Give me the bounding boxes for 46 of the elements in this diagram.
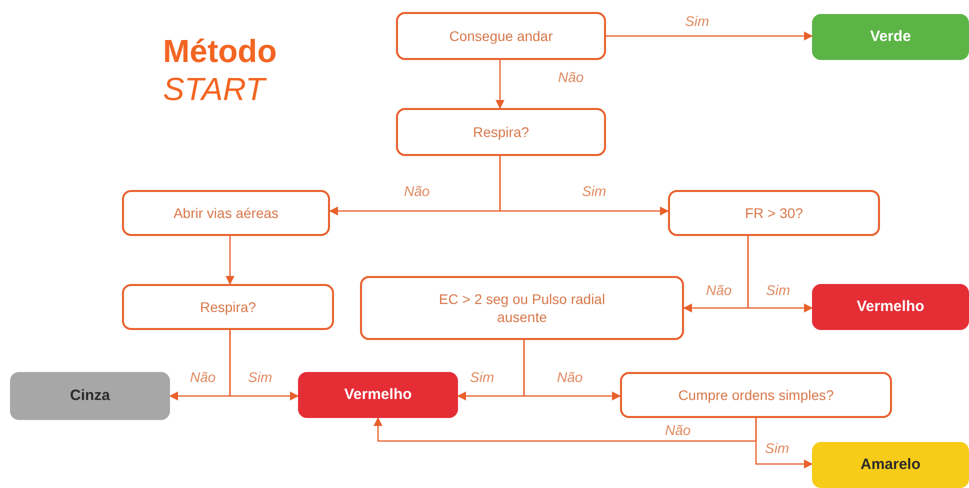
result-box — [812, 442, 969, 488]
edge-label: Sim — [763, 441, 792, 456]
edge-label: Sim — [468, 370, 496, 386]
node-label: Cinza — [70, 386, 110, 406]
arrow — [755, 418, 813, 469]
arrow — [747, 236, 813, 313]
edge-label: Sim — [764, 283, 792, 298]
arrow — [229, 330, 299, 401]
edge-label: Não — [704, 283, 734, 298]
result-box — [10, 372, 170, 420]
arrow — [225, 236, 235, 285]
node-label: EC > 2 seg ou Pulso radial ausente — [438, 290, 606, 326]
edge-label: Não — [555, 370, 585, 386]
result-box — [812, 284, 969, 330]
result-box — [298, 372, 458, 418]
arrow — [373, 417, 757, 442]
arrow — [606, 31, 813, 41]
edge-label: Sim — [580, 184, 608, 200]
arrow — [499, 156, 669, 216]
step-box — [122, 284, 334, 330]
node-label: Vermelho — [344, 385, 412, 405]
arrow — [495, 60, 505, 109]
node-label: FR > 30? — [745, 204, 803, 222]
node-label: Amarelo — [860, 455, 921, 475]
edge-label: Não — [556, 70, 586, 86]
step-box — [668, 190, 880, 236]
diagram-title: Método START — [163, 32, 277, 109]
node-label: Respira? — [200, 298, 256, 316]
arrow — [523, 340, 621, 401]
node-label: Verde — [870, 27, 911, 47]
step-box — [620, 372, 892, 418]
step-box — [396, 108, 606, 156]
node-label: Abrir vias aéreas — [173, 204, 279, 222]
edge-label: Não — [188, 370, 218, 386]
edge-label: Sim — [683, 14, 712, 30]
result-box — [812, 14, 969, 60]
step-box — [396, 12, 606, 60]
edge-label: Não — [663, 423, 693, 438]
step-box — [360, 276, 684, 340]
node-label: Respira? — [472, 122, 530, 142]
node-label: Cumpre ordens simples? — [678, 386, 834, 404]
step-box — [122, 190, 330, 236]
node-label: Vermelho — [856, 297, 924, 317]
node-label: Consegue andar — [449, 26, 553, 46]
edge-label: Não — [402, 184, 432, 200]
edge-label: Sim — [246, 370, 274, 386]
